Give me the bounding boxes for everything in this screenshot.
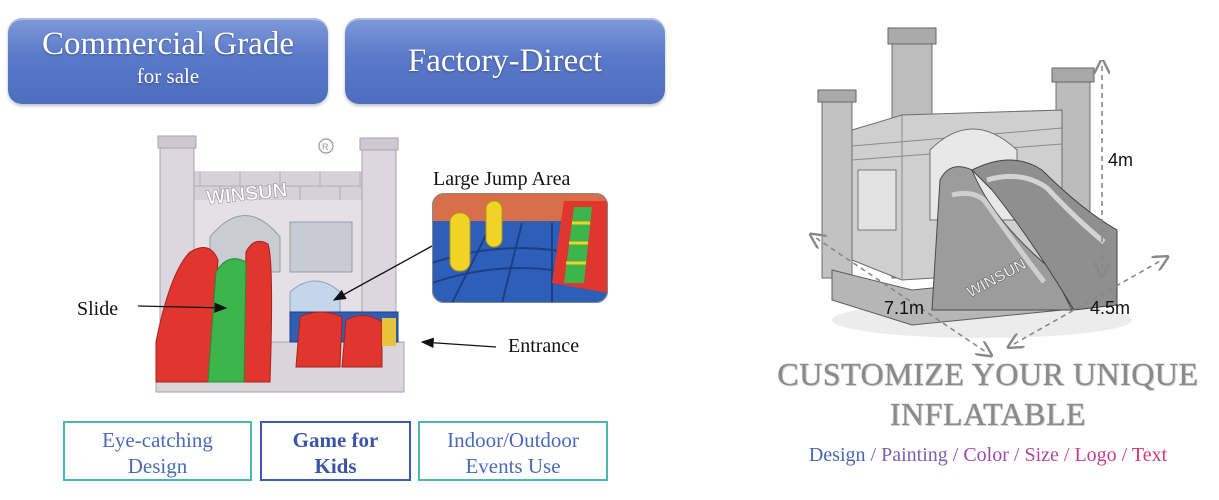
feature-line2: Kids [314, 454, 357, 478]
length-dimension-line [816, 238, 986, 352]
feature-indoor-outdoor: Indoor/Outdoor Events Use [418, 421, 608, 481]
svg-text:R: R [322, 142, 329, 152]
feature-line1: Indoor/Outdoor [447, 428, 579, 452]
feature-game-for-kids: Game for Kids [260, 421, 411, 481]
commercial-grade-badge: Commercial Grade for sale [8, 18, 328, 104]
for-sale-subtitle: for sale [136, 64, 200, 88]
headline-line1: CUSTOMIZE YOUR UNIQUE [777, 356, 1199, 392]
entrance-arrow [420, 337, 497, 348]
feature-line1: Game for [292, 428, 379, 452]
jump-area-label: Large Jump Area [433, 168, 571, 190]
bounce-house-photo: WINSUN R [155, 135, 405, 393]
feature-line1: Eye-catching [102, 428, 213, 452]
height-dimension-label: 4m [1108, 150, 1134, 170]
customize-headline: CUSTOMIZE YOUR UNIQUE INFLATABLE [760, 354, 1216, 434]
feature-line2: Design [127, 454, 188, 478]
separator: / [1058, 444, 1075, 466]
factory-direct-title: Factory-Direct [407, 43, 603, 79]
headline-line2: INFLATABLE [889, 396, 1087, 432]
option-size: Size [1024, 444, 1059, 466]
feature-line2: Events Use [465, 454, 561, 478]
callout-arrows [137, 245, 497, 348]
factory-direct-badge: Factory-Direct [345, 18, 665, 104]
customization-options: Design / Painting / Color / Size / Logo … [760, 444, 1216, 467]
length-dimension-label: 7.1m [884, 298, 925, 318]
commercial-grade-title: Commercial Grade [42, 26, 294, 62]
feature-eye-catching: Eye-catching Design [63, 421, 252, 481]
jump-area-photo [432, 193, 608, 303]
separator: / [1008, 444, 1025, 466]
entrance-label: Entrance [508, 335, 580, 357]
option-logo: Logo [1074, 444, 1117, 466]
dimension-arrows [800, 60, 1180, 360]
separator: / [865, 444, 882, 466]
jump-area-arrow [332, 245, 433, 301]
slide-arrow [137, 302, 228, 313]
slide-label: Slide [77, 298, 119, 320]
width-dimension-line [1014, 260, 1162, 344]
option-design: Design [808, 444, 866, 466]
option-painting: Painting [881, 444, 948, 466]
separator: / [947, 444, 964, 466]
option-color: Color [963, 444, 1009, 466]
option-text: Text [1131, 444, 1168, 466]
width-dimension-label: 4.5m [1090, 298, 1131, 318]
separator: / [1116, 444, 1132, 466]
